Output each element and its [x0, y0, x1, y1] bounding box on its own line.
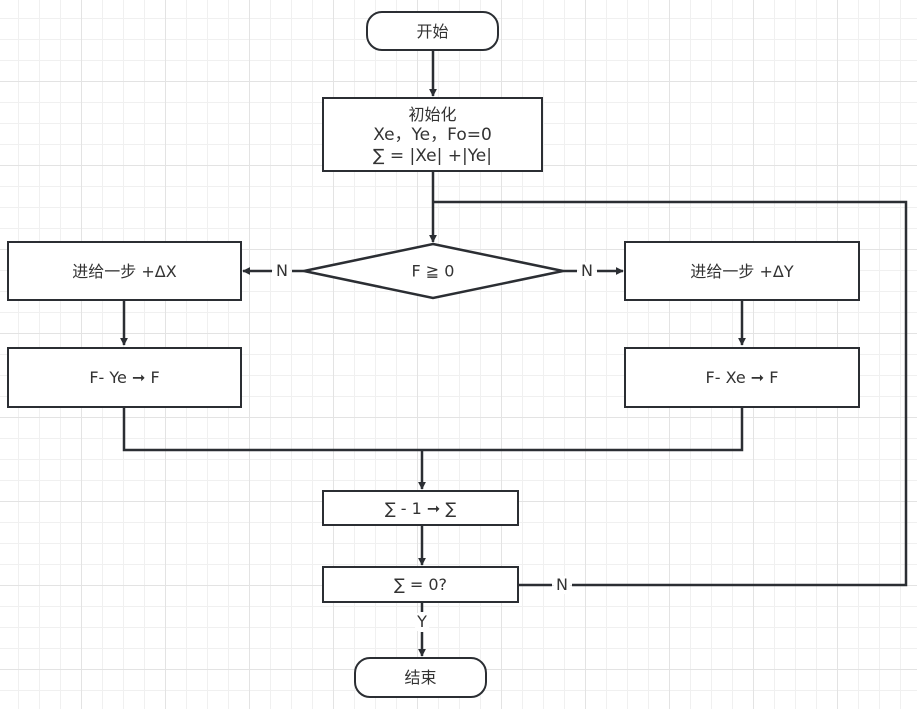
step-y-node[interactable]: 进给一步 +ΔY — [624, 241, 860, 301]
update-x-text: F- Ye ➞ F — [89, 368, 160, 387]
end-node-text: 结束 — [404, 668, 437, 687]
init-node[interactable]: 初始化 Xe，Ye，Fo=0 ∑ = |Xe| +|Ye| — [322, 97, 543, 172]
decrement-node[interactable]: ∑ - 1 ➞ ∑ — [322, 490, 519, 526]
edge-label-loop-n: N — [554, 575, 570, 594]
edge-label-left-n: N — [274, 261, 290, 280]
edge-loop-b — [433, 200, 908, 587]
edge-label-yes: Y — [415, 612, 429, 631]
init-line-1: 初始化 — [408, 105, 457, 124]
start-node[interactable]: 开始 — [366, 11, 499, 51]
update-x-node[interactable]: F- Ye ➞ F — [7, 347, 242, 408]
decision-diamond — [303, 242, 564, 300]
check-text: ∑ = 0? — [393, 575, 448, 594]
start-node-text: 开始 — [416, 21, 449, 41]
decrement-text: ∑ - 1 ➞ ∑ — [384, 498, 457, 518]
update-y-node[interactable]: F- Xe ➞ F — [624, 347, 860, 408]
step-x-node[interactable]: 进给一步 +ΔX — [7, 241, 242, 301]
init-line-3: ∑ = |Xe| +|Ye| — [373, 146, 492, 166]
step-y-text: 进给一步 +ΔY — [690, 261, 794, 281]
update-y-text: F- Xe ➞ F — [705, 368, 779, 387]
decision-text: F ≧ 0 — [411, 261, 455, 281]
check-node[interactable]: ∑ = 0? — [322, 566, 519, 603]
init-line-2: Xe，Ye，Fo=0 — [373, 125, 492, 145]
step-x-text: 进给一步 +ΔX — [72, 261, 177, 281]
edge-label-right-n: N — [579, 261, 595, 280]
end-node[interactable]: 结束 — [354, 657, 487, 698]
edge-updatex-merge — [122, 407, 744, 452]
